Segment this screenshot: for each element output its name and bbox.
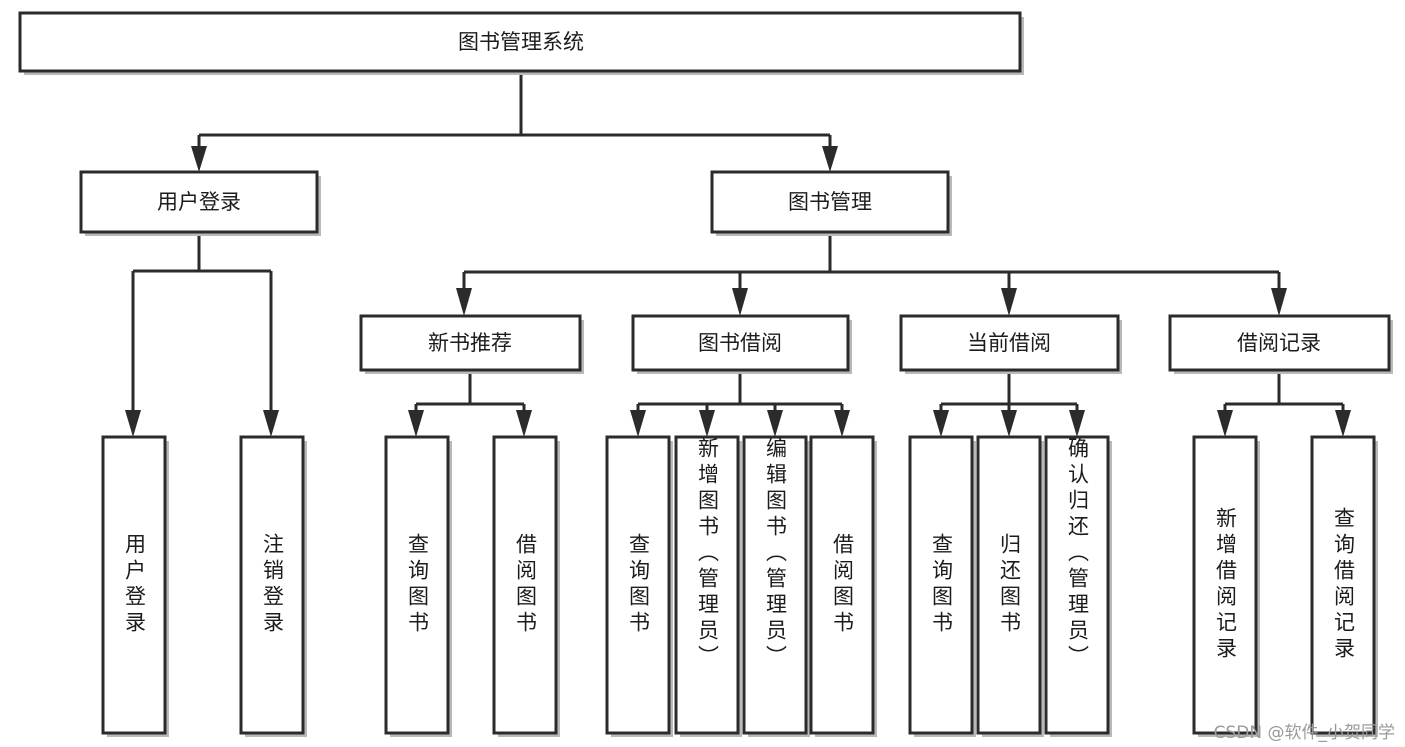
current-borrow-node-label: 当前借阅 bbox=[967, 331, 1051, 355]
arrowhead-leaf-bb-edit bbox=[767, 410, 783, 437]
book-manage-node-box[interactable] bbox=[710, 170, 950, 234]
leaf-box-cb-confirm-return[interactable] bbox=[1044, 435, 1110, 735]
leaf-box-nbr-borrow-book[interactable] bbox=[492, 435, 558, 735]
book-borrow-node-box[interactable] bbox=[631, 314, 850, 372]
user-login-node-box[interactable] bbox=[79, 170, 319, 234]
arrowhead-leaf-br-query bbox=[1335, 410, 1351, 437]
leaf-box-bb-edit-book[interactable] bbox=[742, 435, 808, 735]
leaf-box-br-query-record[interactable] bbox=[1310, 435, 1376, 735]
arrowhead-leaf-nbr-query bbox=[408, 410, 424, 437]
arrowhead-leaf-cb-return bbox=[1001, 410, 1017, 437]
leaf-box-bb-borrow-book[interactable] bbox=[809, 435, 875, 735]
arrowhead-leaf-user-login bbox=[125, 410, 141, 437]
arrowhead-leaf-bb-query bbox=[630, 410, 646, 437]
leaf-box-bb-add-book[interactable] bbox=[674, 435, 740, 735]
node-box-group bbox=[18, 11, 1393, 737]
arrowhead-book-manage bbox=[822, 146, 838, 172]
root-node-box[interactable] bbox=[18, 11, 1022, 73]
user-login-node-label: 用户登录 bbox=[157, 190, 241, 214]
arrowhead-borrow-record bbox=[1271, 288, 1287, 316]
arrowhead-leaf-nbr-borrow bbox=[516, 410, 532, 437]
new-book-recommend-node-box[interactable] bbox=[359, 314, 582, 372]
leaf-box-logout[interactable] bbox=[239, 435, 305, 735]
book-borrow-node-label: 图书借阅 bbox=[698, 331, 782, 355]
arrowhead-current-borrow bbox=[1001, 288, 1017, 316]
current-borrow-node-box[interactable] bbox=[899, 314, 1120, 372]
arrowhead-leaf-bb-add bbox=[699, 410, 715, 437]
arrowhead-new-book bbox=[456, 288, 472, 316]
book-manage-node-label: 图书管理 bbox=[788, 190, 872, 214]
arrowhead-leaf-logout bbox=[263, 410, 279, 437]
leaf-box-cb-return-book[interactable] bbox=[976, 435, 1042, 735]
arrowhead-leaf-bb-borrow bbox=[834, 410, 850, 437]
leaf-box-br-add-record[interactable] bbox=[1192, 435, 1258, 735]
arrowhead-leaf-cb-confirm bbox=[1069, 410, 1085, 437]
arrowhead-leaf-br-add bbox=[1217, 410, 1233, 437]
leaf-box-user-login[interactable] bbox=[101, 435, 167, 735]
leaf-box-bb-query-book[interactable] bbox=[605, 435, 671, 735]
borrow-record-node-label: 借阅记录 bbox=[1237, 331, 1321, 355]
arrowhead-book-borrow bbox=[732, 288, 748, 316]
new-book-recommend-node-label: 新书推荐 bbox=[428, 331, 512, 355]
leaf-box-nbr-query-book[interactable] bbox=[384, 435, 450, 735]
arrowhead-user-login bbox=[191, 146, 207, 172]
connector-group bbox=[125, 73, 1351, 437]
root-node-label: 图书管理系统 bbox=[458, 30, 584, 54]
leaf-box-cb-query-book[interactable] bbox=[908, 435, 974, 735]
borrow-record-node-box[interactable] bbox=[1168, 314, 1391, 372]
arrowhead-leaf-cb-query bbox=[933, 410, 949, 437]
